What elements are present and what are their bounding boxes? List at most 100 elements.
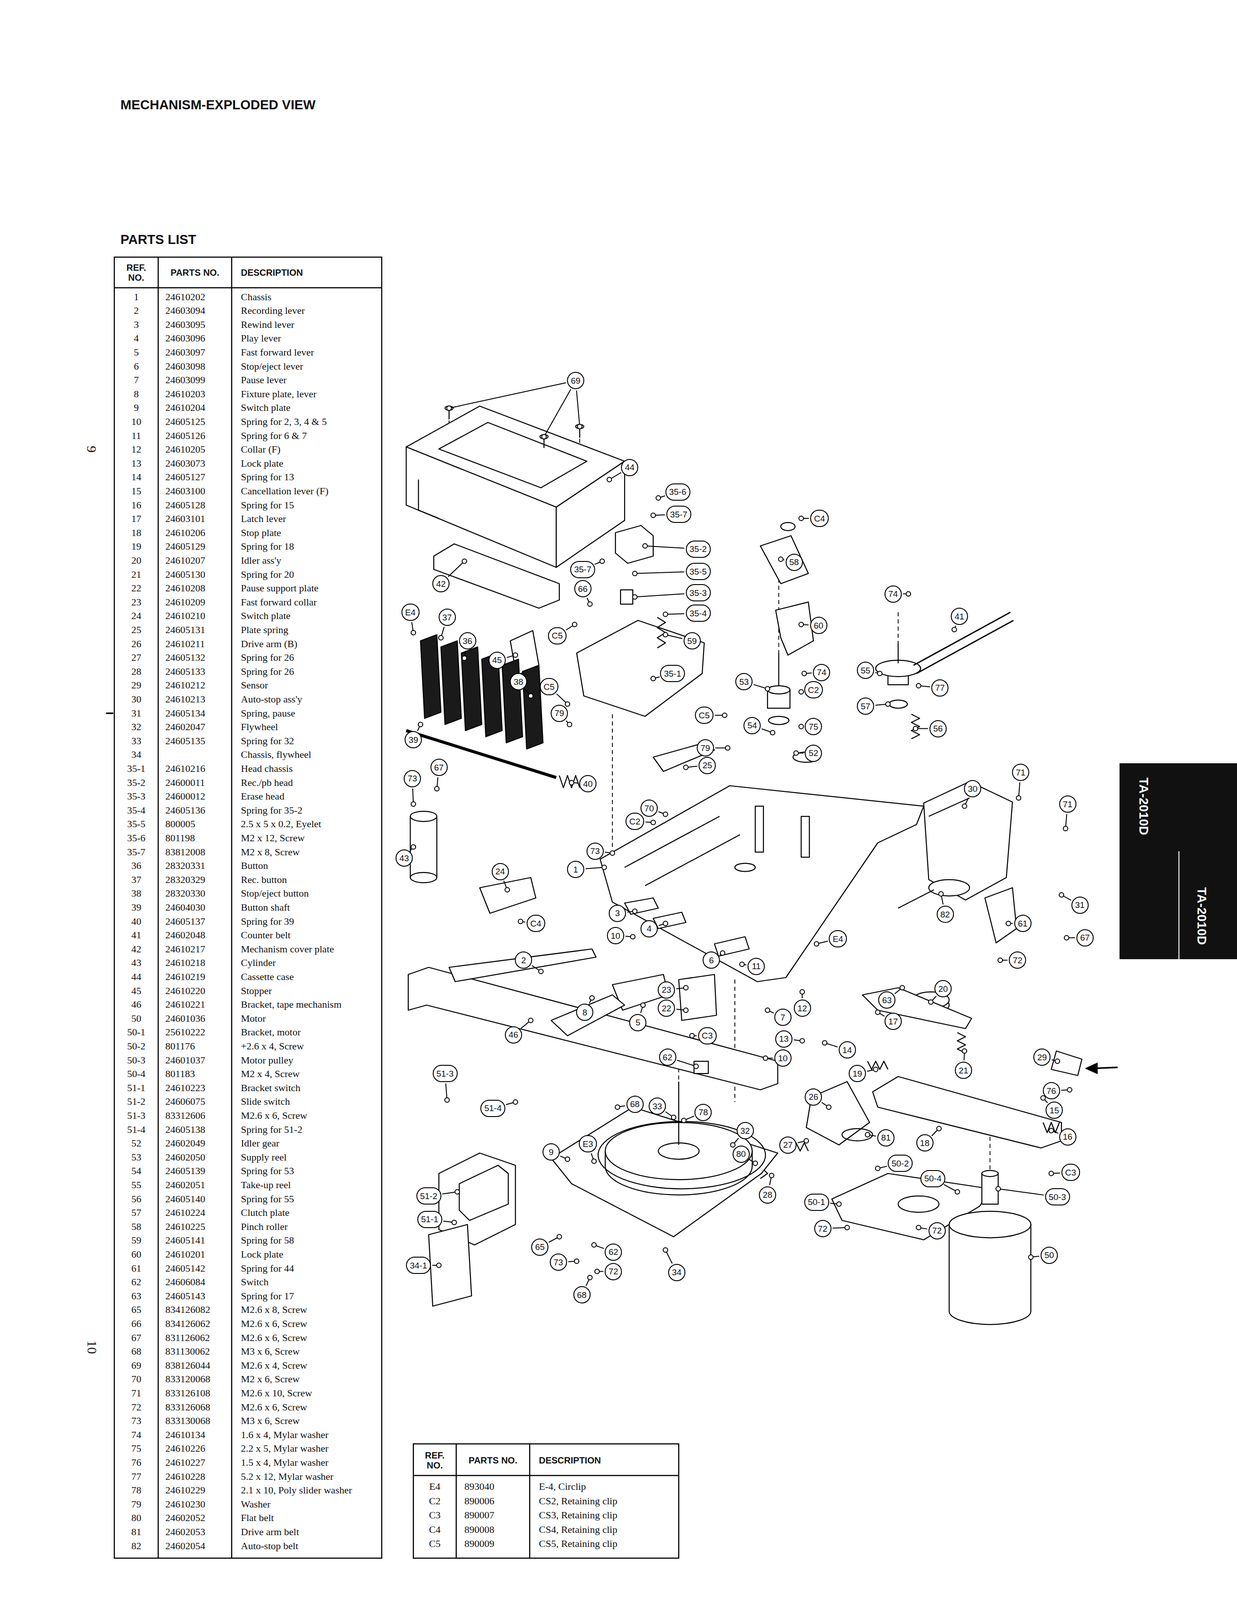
table-grid [413,1444,679,1559]
callout-text: 32 [740,1126,750,1136]
table-cell: Bracket, motor [240,1026,301,1038]
table-cell: 2.5 x 5 x 0.2, Eyelet [240,818,322,830]
part-point [955,1189,960,1195]
callout-number: 35-4 [685,604,711,622]
page-number: 10 [84,1340,100,1355]
table-cell: Lock plate [240,458,284,470]
part-point [518,919,524,925]
callout-number: 51-1 [417,1211,443,1229]
mechanism-part [418,479,440,519]
part-point [663,612,668,617]
callout-number: 79 [696,739,714,757]
table-cell: Pause support plate [240,582,319,594]
callout-number: 69 [567,371,585,390]
table-cell: Pinch roller [240,1221,288,1233]
table-cell: CS2, Retaining clip [538,1496,618,1507]
mechanism-part [949,1224,1032,1326]
part-point [655,495,661,501]
table-cell: 890009 [464,1538,495,1550]
mechanism-part [801,816,810,858]
table-cell: 16 [131,499,142,511]
callout-number: 51-4 [480,1100,506,1118]
table-cell: Mechanism cover plate [240,943,334,955]
callout-text: 62 [608,1247,619,1257]
table-cell: 61 [131,1263,142,1275]
callout-number: 20 [934,980,952,998]
callout-number: 51-2 [416,1187,442,1205]
part-point [822,1041,827,1046]
callout-text: 33 [652,1102,662,1111]
leader-line [449,382,567,409]
table-cell: Take-up reel [240,1179,291,1191]
table-cell: 62 [131,1276,142,1288]
part-point [885,702,891,707]
table-cell: C4 [429,1524,441,1536]
mechanism-part [768,716,789,725]
table-cell: 24600011 [165,777,206,789]
table-cell: 24605135 [165,735,206,747]
table-cell: 24602052 [165,1512,206,1524]
part-point [997,958,1003,963]
callout-text: 34 [671,1268,682,1277]
part-point [875,1010,881,1015]
callout-text: 14 [842,1046,852,1055]
table-cell: 68 [131,1346,142,1358]
table-cell: 800005 [165,818,196,830]
table-cell: 24605132 [165,652,206,664]
callout-text: 20 [938,984,948,994]
callout-number: C5 [694,706,714,724]
mechanism-part [653,912,686,929]
callout-number: 21 [954,1061,973,1080]
mechanism-part [551,995,625,1037]
mechanism-part [916,620,1014,674]
part-point [752,1161,758,1166]
table-cell: 29 [131,679,142,691]
part-point [434,786,440,792]
part-point [600,559,605,564]
table-cell: 24 [131,610,142,622]
table-cell: Cylinder [240,957,276,969]
table-cell: 24600012 [165,791,206,802]
part-point [577,424,582,430]
callout-text: 35-3 [689,588,707,598]
callout-number: 59 [683,632,701,650]
table-cell: CS4, Retaining clip [538,1524,618,1536]
part-point [798,622,804,627]
part-point [1028,1255,1034,1260]
table-cell: 70 [131,1373,142,1385]
callout-number: 35-3 [685,584,711,602]
callout-number: 79 [550,704,568,723]
part-point [557,1234,562,1240]
callout-text: 11 [751,962,761,971]
callout-text: 50-1 [807,1197,826,1207]
mechanism-part [406,406,1118,1326]
part-point [936,1126,942,1132]
table-cell: 24605140 [165,1193,206,1205]
mechanism-part [444,406,454,411]
leader-line [645,546,685,549]
callout-text: 26 [808,1092,819,1102]
table-cell: 24610134 [165,1429,206,1441]
page-title: MECHANISM-EXPLODED VIEW [120,97,316,113]
table-cell: 56 [131,1193,142,1205]
section-heading: PARTS LIST [120,232,197,248]
part-point [875,1166,881,1171]
part-point [1063,826,1068,832]
table-cell: 831126062 [165,1332,211,1344]
table-cell: +2.6 x 4, Screw [240,1041,304,1052]
callout-number: 22 [657,999,675,1017]
callout-text: 79 [700,743,710,753]
callout-number: 67 [430,758,448,777]
part-point [565,702,570,707]
table-cell: 838126044 [165,1360,211,1372]
mechanism-part [658,1143,700,1160]
part-point [615,1104,620,1110]
callout-number: 73 [403,770,421,788]
table-cell: 11 [131,430,142,442]
table-cell: 55 [131,1179,142,1191]
table-cell: 35-2 [127,777,146,789]
leader-line [635,572,685,574]
table-cell: 24605142 [165,1263,206,1275]
callout-text: 23 [661,985,672,995]
callout-number: 29 [1033,1048,1051,1066]
